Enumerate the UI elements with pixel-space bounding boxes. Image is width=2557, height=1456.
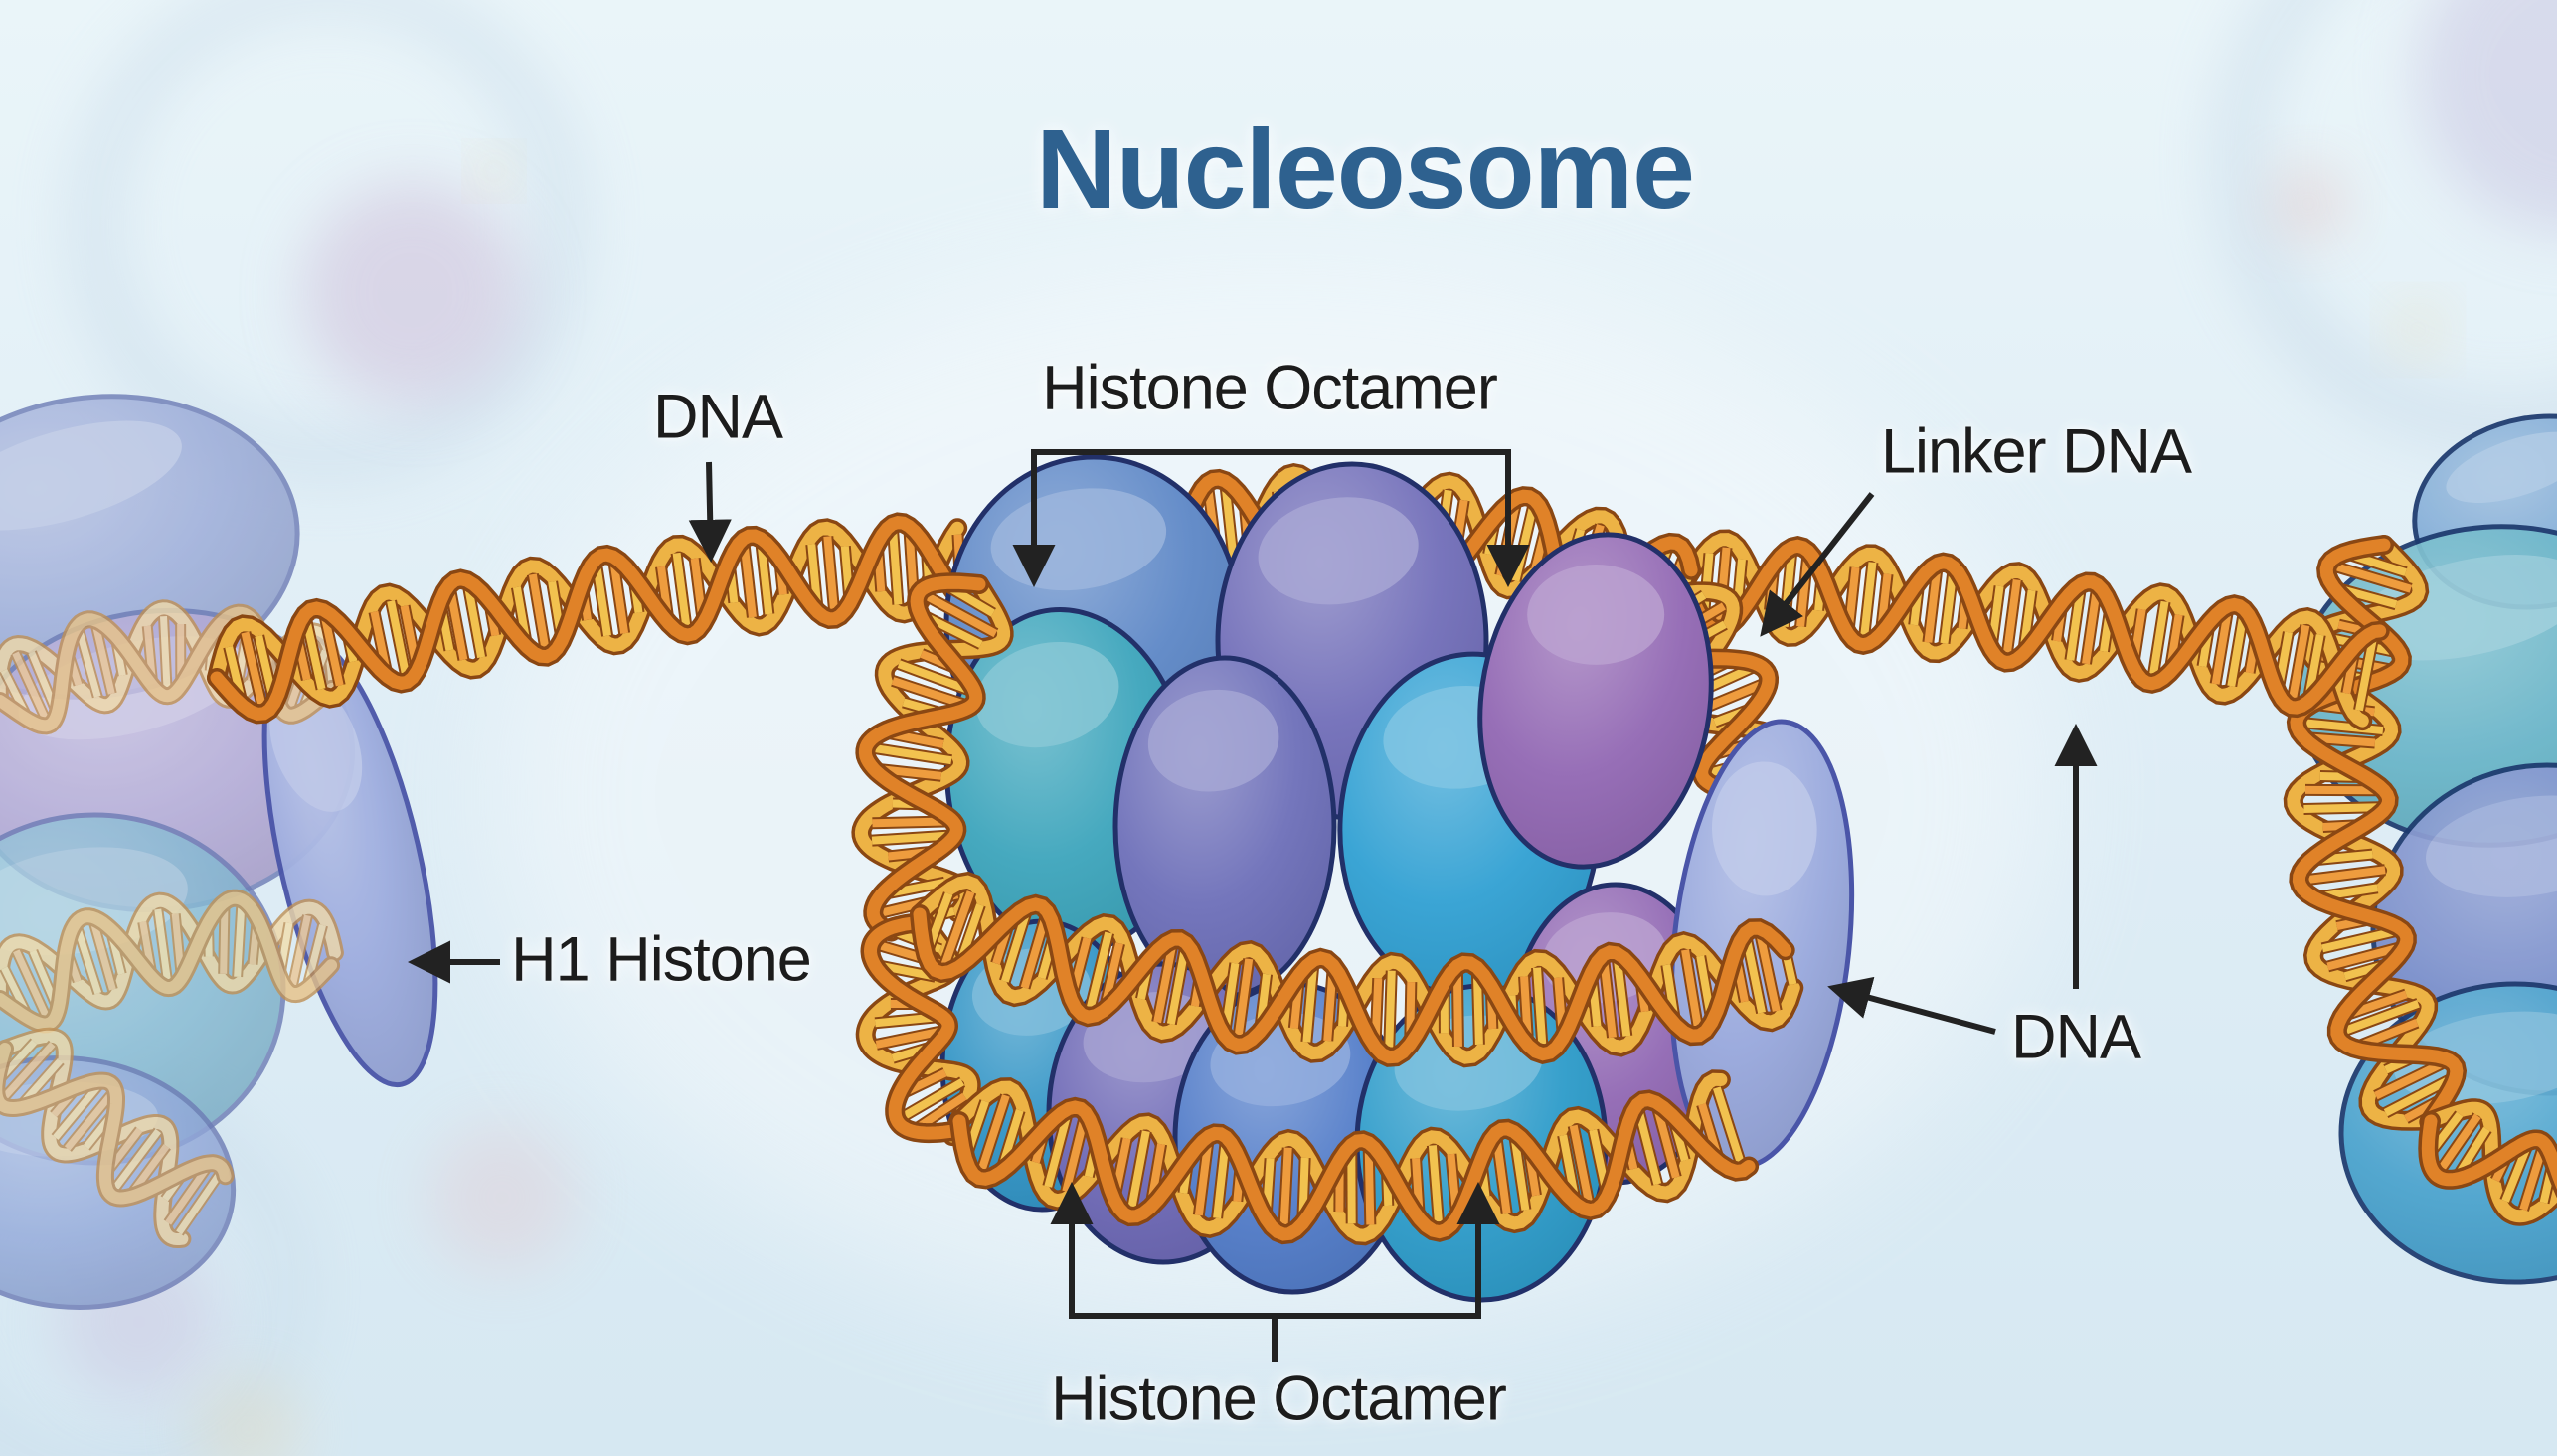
background-cell: [479, 156, 509, 186]
dna-top-arrow: [688, 461, 732, 564]
background-cell: [2396, 308, 2440, 352]
label-dna-right: DNA: [2010, 1002, 2141, 1072]
dna-wrap-front-upper: [910, 871, 1804, 1068]
dna-wrap-left-2: [0, 889, 344, 1034]
dna-right-left-arrow: [1827, 976, 1996, 1035]
annotations: [407, 449, 2098, 1362]
label-dna-top: DNA: [652, 382, 783, 452]
linker-dna-arrow: [1760, 492, 1875, 637]
page-title: Nucleosome: [1036, 106, 1695, 232]
dna-wrap-left-3: [0, 1027, 235, 1248]
histone-octamer-spheres: [939, 454, 1723, 1303]
histone-sphere: [1477, 532, 1714, 870]
histone-sphere: [1112, 655, 1337, 999]
left-nucleosome: [0, 394, 438, 1311]
background-cell: [301, 182, 524, 404]
label-histone-octamer-top: Histone Octamer: [1042, 353, 1498, 423]
label-linker-dna: Linker DNA: [1880, 416, 2192, 487]
label-h1-histone: H1 Histone: [511, 924, 812, 995]
dna-wrap-left-coil: [851, 572, 1014, 942]
right-nucleosome: [2283, 413, 2557, 1285]
background-cell: [194, 1375, 303, 1456]
background-cell: [427, 1123, 577, 1272]
histone-octamer-top-bracket: [1012, 449, 1530, 588]
background-cell: [2416, 0, 2557, 233]
dna-left-linker: [207, 512, 971, 725]
dna-wrap-right-side: [2283, 535, 2468, 1132]
background-cell: [2273, 168, 2344, 240]
dna-wrap-right-tail: [2418, 1098, 2557, 1226]
background-cell: [72, 0, 585, 480]
central-nucleosome: [851, 454, 1855, 1303]
label-histone-octamer-bottom: Histone Octamer: [1051, 1364, 1507, 1434]
